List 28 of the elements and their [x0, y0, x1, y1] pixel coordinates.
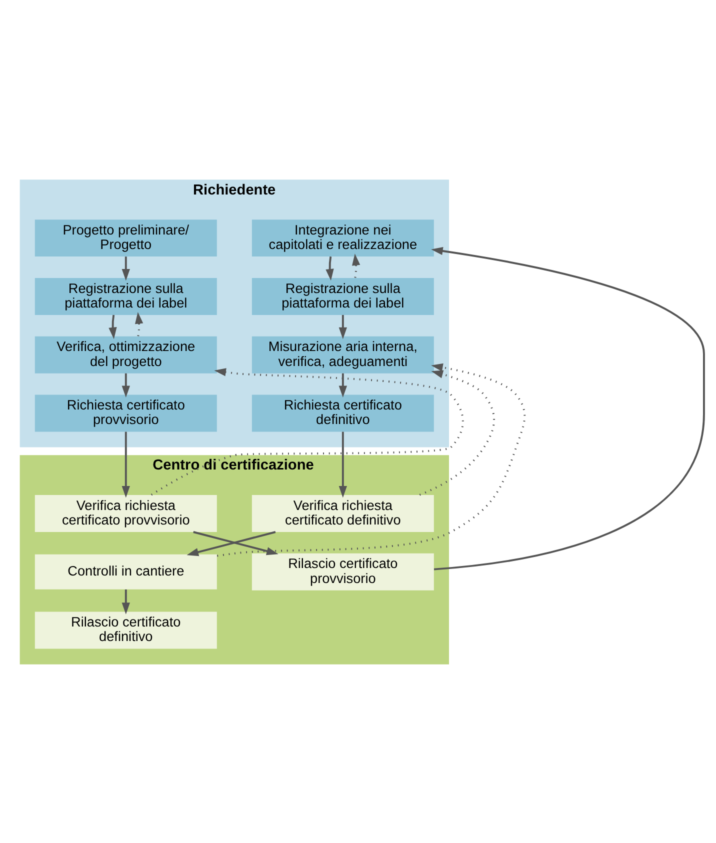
- arrow: [419, 370, 495, 496]
- node-box: Richiesta certificato definitivo: [252, 394, 434, 432]
- arrow: [338, 431, 348, 498]
- arrow: [108, 314, 117, 339]
- node-box: Controlli in cantiere: [34, 554, 217, 589]
- node-box: Rilascio certificato definitivo: [34, 611, 217, 648]
- arrow: [431, 246, 705, 570]
- node-box: Progetto preliminare/ Progetto: [34, 219, 217, 256]
- arrow: [326, 256, 334, 280]
- arrow: [338, 372, 348, 397]
- arrow: [150, 368, 464, 496]
- node-box: Verifica, ottimizzazione del progetto: [34, 336, 217, 373]
- arrow: [122, 372, 130, 397]
- node-box: Verifica richiesta certificato provvisorio: [34, 494, 217, 532]
- arrow: [216, 362, 526, 556]
- arrow: [352, 253, 360, 278]
- node-box: Registrazione sulla piattaforma dei label: [252, 277, 434, 314]
- node-box: Misurazione aria interna, verifica, adeguamenti: [252, 336, 434, 373]
- node-box: Richiesta certificato provvisorio: [34, 394, 217, 432]
- node-box: Registrazione sulla piattaforma dei label: [34, 277, 217, 314]
- arrow: [122, 256, 130, 280]
- node-box: Rilascio certificato provvisorio: [252, 552, 434, 590]
- arrow: [338, 314, 348, 339]
- node-box: Verifica richiesta certificato definitivo: [252, 494, 434, 532]
- arrow: [122, 588, 130, 614]
- arrow: [122, 431, 130, 498]
- arrow: [134, 312, 144, 336]
- node-box: Integrazione nei capitolati e realizzazione: [252, 219, 434, 256]
